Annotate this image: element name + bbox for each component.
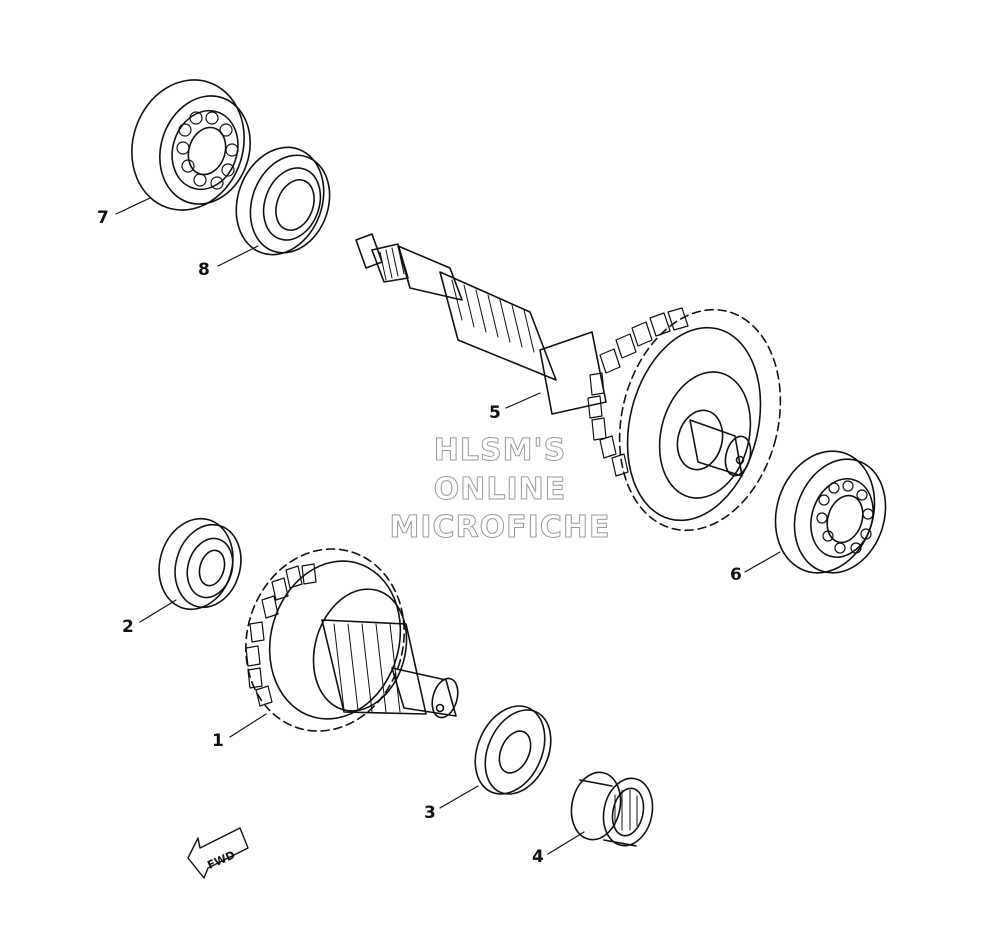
watermark-line-3: MICROFICHE	[389, 510, 611, 546]
callout-1: 1	[212, 731, 224, 751]
gear-1	[245, 548, 459, 732]
shaft-gear-5	[355, 233, 782, 532]
callout-3: 3	[424, 803, 436, 823]
needle-bearing-4	[570, 771, 654, 847]
leader-lines	[115, 197, 781, 855]
watermark-line-1: HLSM'S	[433, 433, 567, 469]
washer-3	[474, 705, 552, 795]
bearing-7	[131, 79, 251, 211]
callout-2: 2	[122, 617, 134, 637]
callout-5: 5	[489, 403, 501, 423]
callout-7: 7	[97, 208, 109, 228]
callout-6: 6	[730, 565, 742, 585]
watermark-line-2: ONLINE	[433, 472, 567, 508]
bearing-6	[774, 450, 887, 574]
bearing-2	[158, 517, 242, 611]
fwd-arrow-icon: FWD	[187, 827, 249, 879]
fwd-label: FWD	[205, 848, 237, 872]
callout-4: 4	[532, 847, 544, 867]
callout-8: 8	[198, 260, 210, 280]
bearing-8	[235, 146, 331, 256]
